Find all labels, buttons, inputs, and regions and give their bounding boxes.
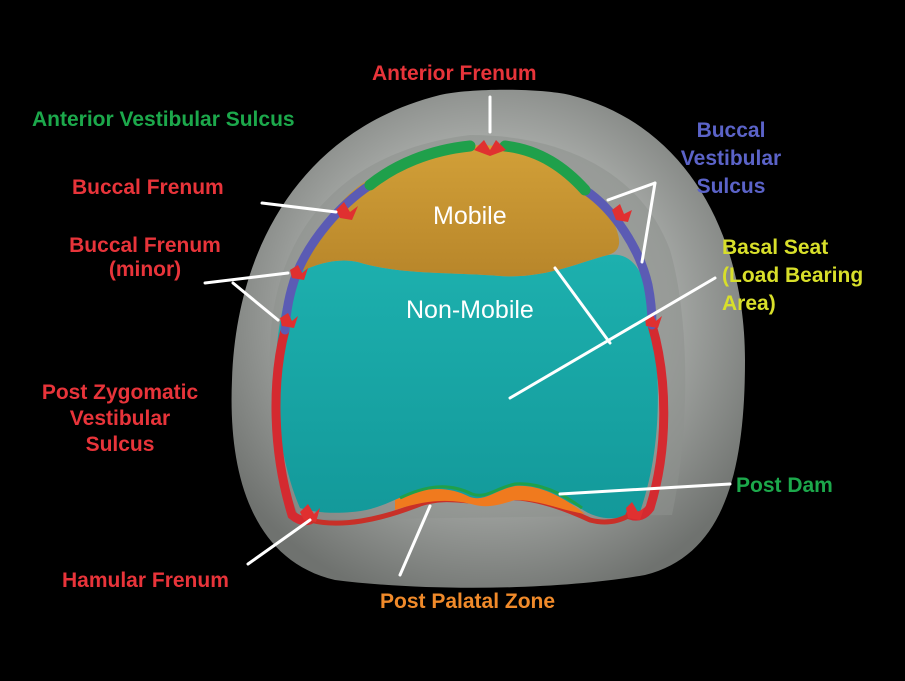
label-basal-seat: Basal Seat (Load Bearing Area) <box>722 236 863 316</box>
label-basal-seat-line3: Area) <box>722 292 776 315</box>
blue-border-right <box>580 185 657 330</box>
leader-buccal-frenum <box>260 201 338 214</box>
label-anterior-frenum: Anterior Frenum <box>372 62 537 85</box>
non-mobile-zone <box>275 254 658 519</box>
buccal-frenum-minor-notch-1 <box>290 265 308 280</box>
buccal-frenum-notch-right <box>612 204 632 222</box>
label-hamular-frenum: Hamular Frenum <box>62 569 229 592</box>
leader-mobile <box>553 266 612 345</box>
leader-basal-seat <box>508 276 717 400</box>
leader-post-dam <box>558 482 732 496</box>
label-buccal-vestibular-line2: Vestibular <box>680 147 782 170</box>
leader-hamular <box>246 518 312 566</box>
label-basal-seat-line1: Basal Seat <box>722 236 829 259</box>
label-buccal-frenum-minor: Buccal Frenum (minor) <box>50 234 240 282</box>
label-post-palatal-zone: Post Palatal Zone <box>380 590 556 613</box>
label-anterior-vestibular-sulcus: Anterior Vestibular Sulcus <box>32 108 295 131</box>
mobile-zone-label: Mobile <box>433 202 507 230</box>
label-buccal-frenum-minor-line1: Buccal Frenum <box>69 234 221 257</box>
label-basal-seat-line2: (Load Bearing <box>722 264 864 287</box>
hamular-frenum-notch-left <box>300 504 320 522</box>
buccal-frenum-notch-left <box>336 202 358 220</box>
label-buccal-frenum: Buccal Frenum <box>72 176 224 199</box>
label-buccal-vestibular-sulcus: Buccal Vestibular Sulcus <box>672 119 790 199</box>
post-dam-line <box>399 482 583 510</box>
label-buccal-frenum-minor-line2: (minor) <box>108 258 182 281</box>
label-post-zygomatic-line3: Sulcus <box>85 433 155 456</box>
post-palatal-band <box>395 485 585 514</box>
label-post-zygomatic-line2: Vestibular <box>69 407 171 430</box>
label-buccal-vestibular-line3: Sulcus <box>696 175 766 198</box>
label-post-dam: Post Dam <box>736 474 833 497</box>
leader-post-palatal <box>398 504 432 577</box>
label-post-zygomatic-line1: Post Zygomatic <box>41 381 199 404</box>
leader-buccal-vestibular-2 <box>640 181 657 264</box>
hamular-frenum-notch-right <box>626 502 644 520</box>
buccal-frenum-minor-notch-2 <box>280 313 298 328</box>
leader-lines <box>203 95 732 577</box>
green-border-anterior <box>364 140 591 196</box>
leader-buccal-frenum-minor-2 <box>231 281 280 322</box>
leader-buccal-frenum-minor-1 <box>203 271 290 285</box>
anterior-frenum-notch <box>474 140 506 156</box>
non-mobile-zone-label: Non-Mobile <box>406 296 534 324</box>
leader-buccal-vestibular-1 <box>606 181 657 202</box>
label-buccal-vestibular-line1: Buccal <box>696 119 766 142</box>
label-post-zygomatic: Post Zygomatic Vestibular Sulcus <box>22 381 218 457</box>
red-border-left <box>271 325 315 526</box>
